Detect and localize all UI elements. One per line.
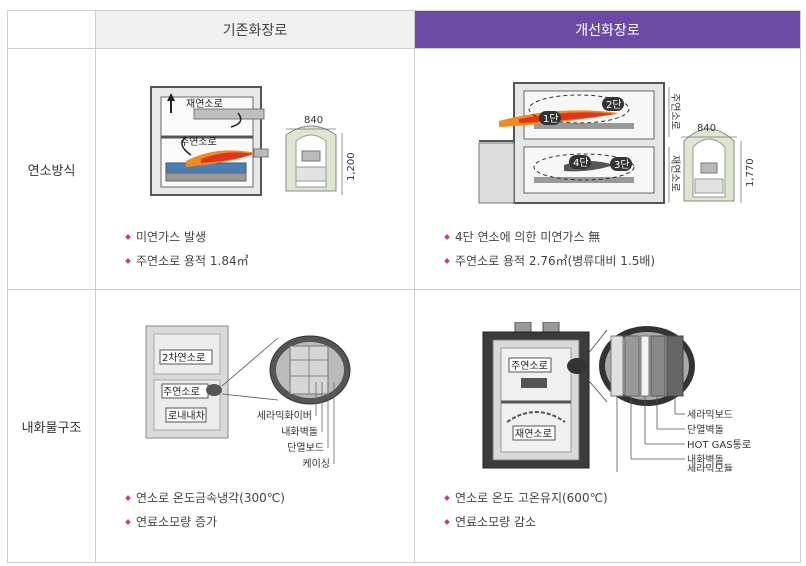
old-height-label: 1,200: [346, 152, 357, 181]
cell-old-combustion: 재연소로 주연소로 840 1,200 미연가스 발생 주연소로 용적 1.84…: [95, 48, 415, 290]
new-layer-4: 내화벽돌: [687, 454, 724, 466]
old-cart-label: 로내내차: [168, 410, 205, 422]
old-secondary-chamber-label-2: 2차연소로: [162, 352, 205, 364]
new-height-label: 1,770: [745, 158, 756, 187]
row-label-refractory: 내화물구조: [7, 289, 96, 563]
new-combustion-bullets: 4단 연소에 의한 미연가스 無 주연소로 용적 2.76㎥(병류대비 1.5배…: [444, 225, 655, 273]
header-old-furnace: 기존화장로: [95, 10, 415, 49]
cell-old-refractory: 2차연소로 주연소로 로내내차: [95, 289, 415, 563]
bullet-diamond-icon: [125, 495, 131, 501]
new-combustion-diagram: 1단 2단 3단 4단 주연소로 재연소로 840: [478, 82, 756, 204]
stage-1-label: 1단: [543, 113, 559, 125]
bullet-item: 미연가스 발생: [125, 225, 249, 249]
old-primary-chamber-label: 주연소로: [180, 136, 217, 148]
header-corner: [7, 10, 96, 49]
bullet-item: 연소로 온도금속냉각(300℃): [125, 486, 285, 510]
new-secondary-chamber-label: 재연소로: [669, 155, 681, 192]
old-secondary-chamber-label: 재연소로: [186, 98, 223, 110]
bullet-diamond-icon: [444, 234, 450, 240]
new-layer-5: 세라믹모듈: [687, 463, 733, 472]
old-refractory-bullets: 연소로 온도금속냉각(300℃) 연료소모량 증가: [125, 486, 285, 534]
new-secondary-chamber-label-2: 재연소로: [515, 428, 552, 440]
cell-new-combustion: 1단 2단 3단 4단 주연소로 재연소로 840: [414, 48, 801, 290]
bullet-item: 4단 연소에 의한 미연가스 無: [444, 225, 655, 249]
comparison-table-wrapper: 기존화장로 개선화장로 연소방식: [7, 10, 801, 563]
new-layer-2: 단열벽돌: [687, 424, 724, 436]
old-combustion-bullets: 미연가스 발생 주연소로 용적 1.84㎥: [125, 225, 249, 273]
bullet-item: 주연소로 용적 1.84㎥: [125, 249, 249, 273]
new-primary-chamber-label: 주연소로: [669, 93, 681, 130]
new-width-label: 840: [697, 123, 716, 134]
old-layer-2: 내화벽돌: [281, 426, 318, 438]
cell-new-refractory: 주연소로 재연소로: [414, 289, 801, 563]
bullet-diamond-icon: [444, 519, 450, 525]
bullet-item: 연료소모량 증가: [125, 510, 285, 534]
stage-3-label: 3단: [614, 159, 630, 171]
old-combustion-diagram: 재연소로 주연소로 840 1,200: [150, 86, 357, 196]
new-refractory-bullets: 연소로 온도 고온유지(600℃) 연료소모량 감소: [444, 486, 608, 534]
new-refractory-diagram: 주연소로 재연소로: [482, 322, 751, 472]
stage-2-label: 2단: [606, 99, 622, 111]
old-width-label: 840: [304, 115, 323, 126]
bullet-diamond-icon: [125, 519, 131, 525]
old-primary-chamber-label-2: 주연소로: [163, 386, 200, 398]
old-layer-1: 세라믹화이버: [257, 410, 312, 422]
header-new-furnace: 개선화장로: [414, 10, 801, 49]
bullet-diamond-icon: [125, 258, 131, 264]
new-primary-chamber-label-2: 주연소로: [511, 360, 548, 372]
old-layer-3: 단열보드: [287, 442, 324, 454]
row-label-combustion: 연소방식: [7, 48, 96, 290]
bullet-item: 주연소로 용적 2.76㎥(병류대비 1.5배): [444, 249, 655, 273]
comparison-table: 기존화장로 개선화장로 연소방식: [7, 10, 801, 563]
bullet-diamond-icon: [444, 258, 450, 264]
bullet-diamond-icon: [444, 495, 450, 501]
bullet-item: 연소로 온도 고온유지(600℃): [444, 486, 608, 510]
bullet-diamond-icon: [125, 234, 131, 240]
old-layer-4: 케이싱: [302, 458, 330, 470]
bullet-item: 연료소모량 감소: [444, 510, 608, 534]
stage-4-label: 4단: [573, 157, 589, 169]
new-layer-3: HOT GAS통로: [687, 439, 751, 451]
new-layer-1: 세라믹보드: [687, 409, 733, 421]
old-refractory-diagram: 2차연소로 주연소로 로내내차: [145, 325, 351, 470]
